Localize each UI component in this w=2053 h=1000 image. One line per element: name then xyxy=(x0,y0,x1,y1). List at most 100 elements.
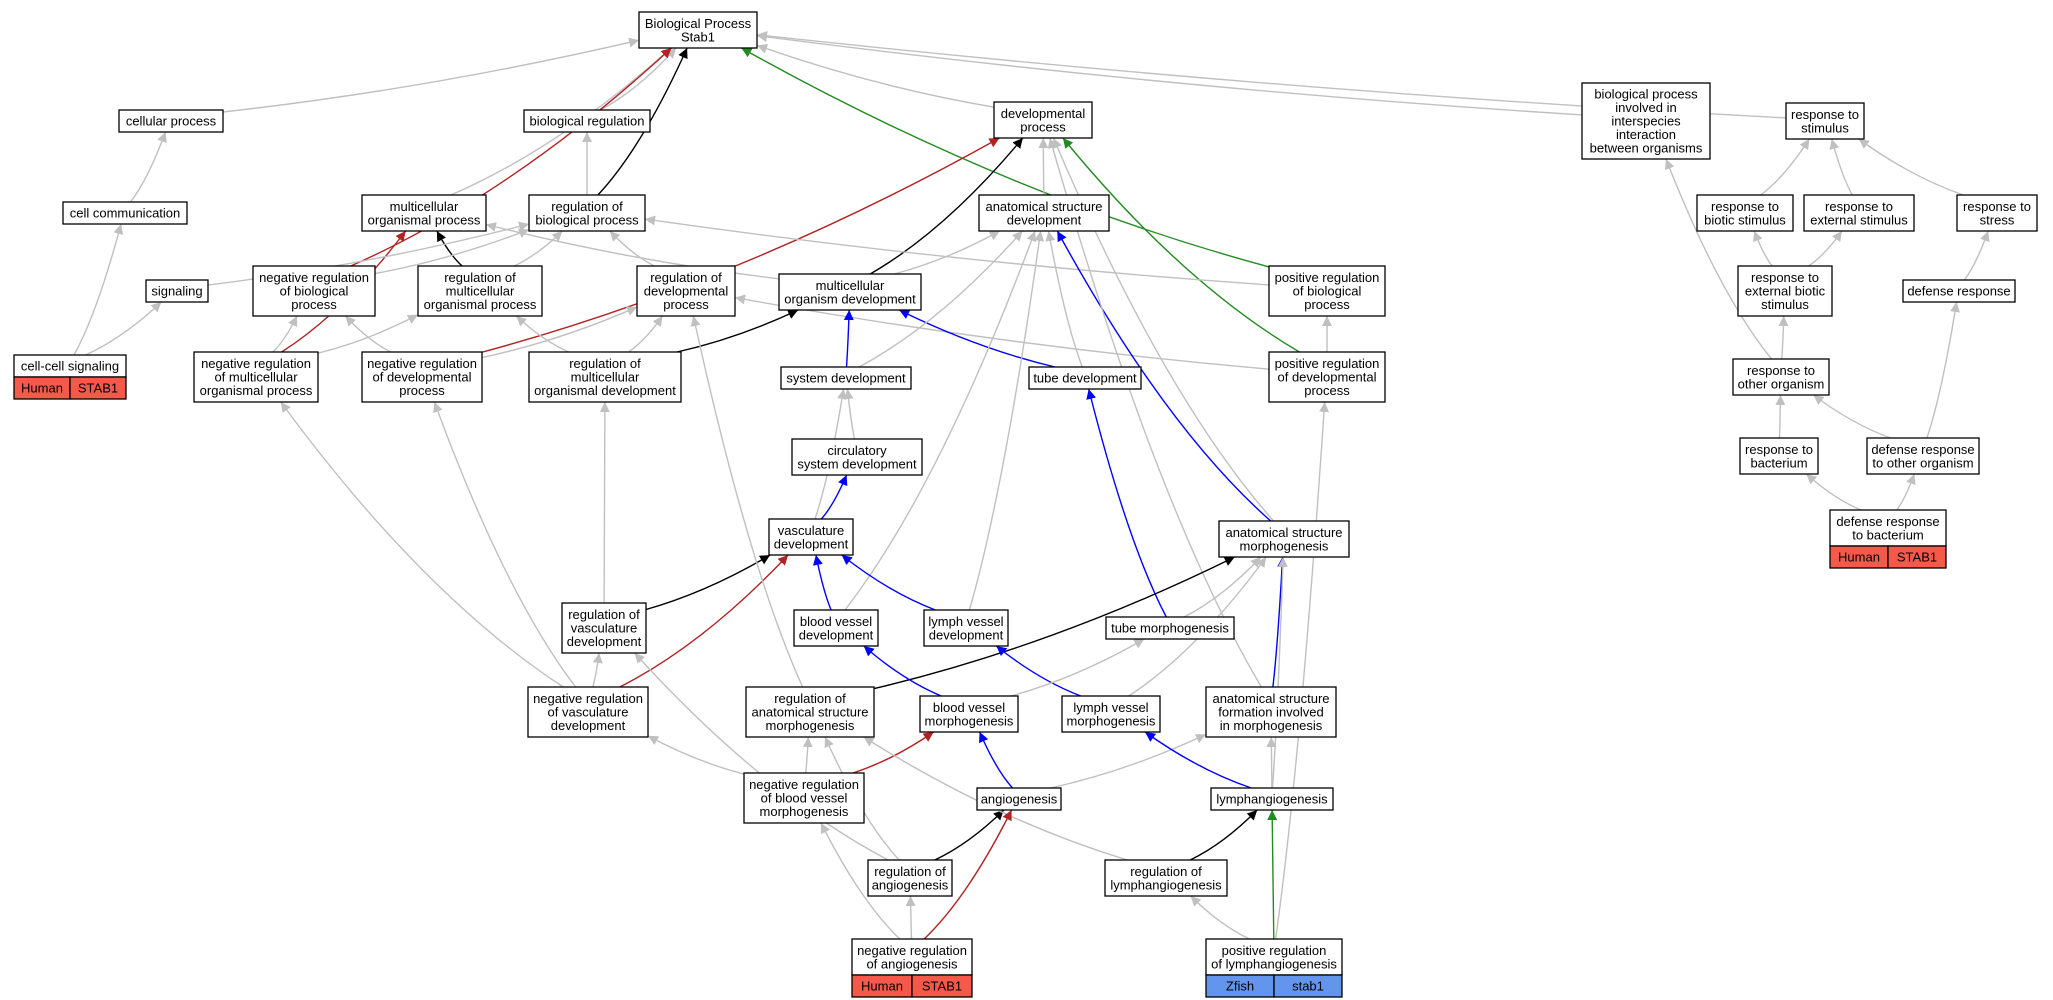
node-label-line: response to xyxy=(1791,107,1859,122)
edge-posregbio-to-bp xyxy=(741,47,1270,268)
node-label-line: morphogenesis xyxy=(1067,713,1156,728)
node-cellcomm[interactable]: cell communication xyxy=(62,201,188,225)
node-label-line: organismal development xyxy=(534,383,676,398)
species-tag: Zfish xyxy=(1205,974,1275,998)
node-box xyxy=(778,273,922,311)
node-box xyxy=(793,609,879,647)
node-label-line: positive regulation xyxy=(1275,356,1380,371)
edge-anatform-to-anatmorph xyxy=(1272,556,1288,688)
node-label-line: anatomical structure xyxy=(1225,525,1342,540)
node-box xyxy=(1739,437,1819,475)
edge-negregvasc-to-negregdev xyxy=(433,401,577,688)
node-box xyxy=(1061,695,1161,733)
node-signaling[interactable]: signaling xyxy=(145,279,209,303)
node-label-line: development xyxy=(551,718,626,733)
node-label-line: tube development xyxy=(1033,371,1137,386)
node-angio[interactable]: angiogenesis xyxy=(976,787,1062,811)
edge-lvdev-to-vascdev xyxy=(841,554,936,611)
node-tubemorph[interactable]: tube morphogenesis xyxy=(1105,616,1235,640)
node-label-line: system development xyxy=(797,456,917,471)
edge-negregvasc-to-vascdev xyxy=(619,554,789,688)
node-box xyxy=(417,265,543,317)
node-label-line: development xyxy=(1007,212,1082,227)
edge-posregbio-to-regbio xyxy=(644,215,1270,286)
node-box xyxy=(1785,102,1865,140)
node-label-line: process xyxy=(1020,119,1066,134)
node-label-line: morphogenesis xyxy=(925,713,1014,728)
node-cellproc[interactable]: cellular process xyxy=(118,109,224,133)
node-label-line: formation involved xyxy=(1218,705,1324,720)
node-lymphangio[interactable]: lymphangiogenesis xyxy=(1210,787,1334,811)
node-label-line: regulation of xyxy=(444,270,516,285)
edge-regangio-to-regvasc xyxy=(634,652,889,861)
edge-regmultiorg-to-multiorg xyxy=(436,230,463,267)
edge-negregdev-to-regdev xyxy=(481,306,638,359)
node-box xyxy=(923,609,1009,647)
edge-bvdev-to-anatdev xyxy=(844,230,1037,611)
edge-devproc-to-bp xyxy=(756,44,995,108)
node-label-line: response to xyxy=(1747,363,1815,378)
node-tubedev[interactable]: tube development xyxy=(1028,366,1142,390)
node-sysdev[interactable]: system development xyxy=(780,366,912,390)
node-label-line: circulatory xyxy=(827,443,887,458)
node-box xyxy=(561,602,647,654)
edge-reglymph-to-lymphangio xyxy=(1189,809,1258,861)
node-box xyxy=(1105,616,1235,640)
node-label-line: lymphangiogenesis xyxy=(1110,877,1222,892)
node-label-line: system development xyxy=(786,371,906,386)
svg-text:Human: Human xyxy=(1838,550,1880,565)
node-bioreg[interactable]: biological regulation xyxy=(523,109,651,133)
edge-defbact-to-defother xyxy=(1896,473,1916,511)
edge-negregmulti-to-regmultiorg xyxy=(317,314,419,354)
node-label-line: organismal process xyxy=(200,383,313,398)
edge-sysdev-to-multidev xyxy=(843,309,854,368)
edge-posregdev-to-devproc xyxy=(1062,137,1300,353)
edge-defother-to-respother xyxy=(1812,394,1891,439)
node-defresp[interactable]: defense response xyxy=(1902,279,2016,303)
node-cellsig[interactable]: cell-cell signaling xyxy=(13,354,127,378)
node-box xyxy=(743,772,865,824)
